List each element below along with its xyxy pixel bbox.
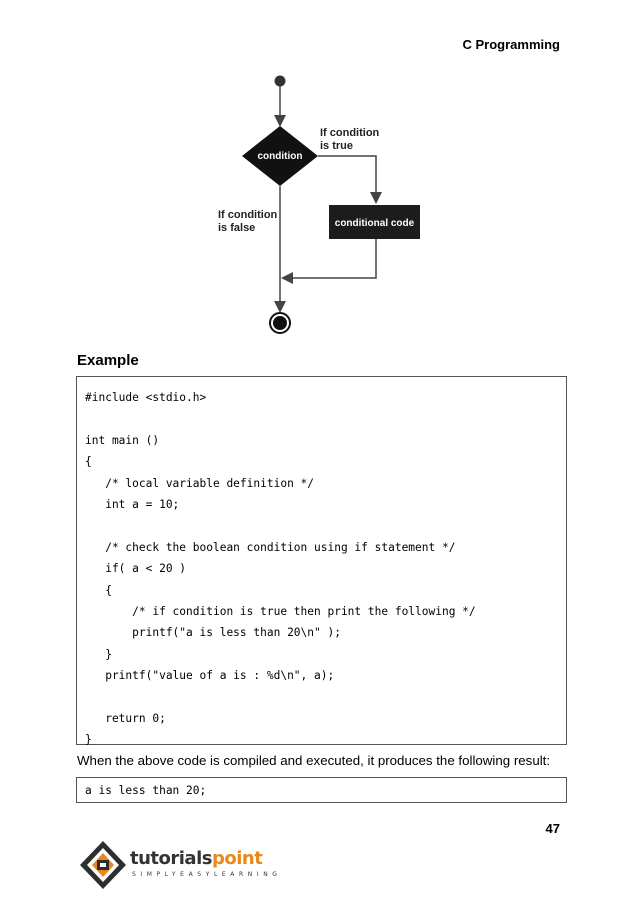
flowchart-condition-label: condition — [258, 151, 303, 162]
flowchart-end-node-inner — [273, 316, 287, 330]
code-line: int a = 10; — [85, 497, 180, 511]
flowchart-condition-node — [242, 126, 318, 186]
code-line: /* check the boolean condition using if … — [85, 540, 456, 554]
code-line: { — [85, 583, 112, 597]
page-number: 47 — [545, 821, 560, 836]
flowchart-code-label: conditional code — [335, 218, 415, 229]
example-code-block: #include <stdio.h> int main () { /* loca… — [76, 376, 567, 746]
code-line: } — [85, 647, 112, 661]
flowchart-true-label-1: If condition — [320, 127, 380, 139]
output-block: a is less than 20; — [76, 777, 567, 803]
code-line — [85, 408, 566, 429]
logo-tagline: SIMPLYEASYLEARNING — [132, 871, 282, 878]
code-line: printf("a is less than 20\n" ); — [85, 626, 341, 640]
code-line: printf("value of a is : %d\n", a); — [85, 669, 335, 683]
example-heading: Example — [77, 352, 139, 369]
code-line: int main () — [85, 433, 160, 447]
code-line: /* local variable definition */ — [85, 476, 315, 490]
result-description: When the above code is compiled and exec… — [77, 753, 551, 768]
flowchart-edge-true — [318, 155, 382, 204]
flowchart-false-label-1: If condition — [218, 209, 278, 221]
logo-emblem-icon — [80, 841, 126, 889]
if-statement-flowchart: condition If condition is true condition… — [200, 70, 440, 340]
flowchart-diagram: condition If condition is true condition… — [218, 75, 420, 334]
flowchart-false-label-2: is false — [218, 222, 255, 234]
code-line — [85, 686, 566, 707]
logo-word-point: point — [211, 848, 263, 869]
flowchart-true-label-2: is true — [320, 140, 353, 152]
code-line: if( a < 20 ) — [85, 562, 187, 576]
code-line: return 0; — [85, 711, 166, 725]
flowchart-edge-return — [281, 239, 377, 284]
flowchart-code-node — [329, 205, 420, 239]
code-line: { — [85, 455, 92, 469]
tutorialspoint-logo: tutorialspoint SIMPLYEASYLEARNING — [76, 838, 277, 892]
logo-word-tutorials: tutorials — [130, 848, 212, 869]
code-line: /* if condition is true then print the f… — [85, 604, 476, 618]
code-line: #include <stdio.h> — [85, 391, 207, 404]
code-line — [85, 515, 566, 536]
output-line: a is less than 20; — [85, 784, 207, 797]
code-line: } — [85, 733, 92, 747]
page-header-title: C Programming — [462, 37, 560, 52]
flowchart-start-node — [274, 75, 286, 87]
logo-wordmark: tutorialspoint — [130, 848, 263, 869]
